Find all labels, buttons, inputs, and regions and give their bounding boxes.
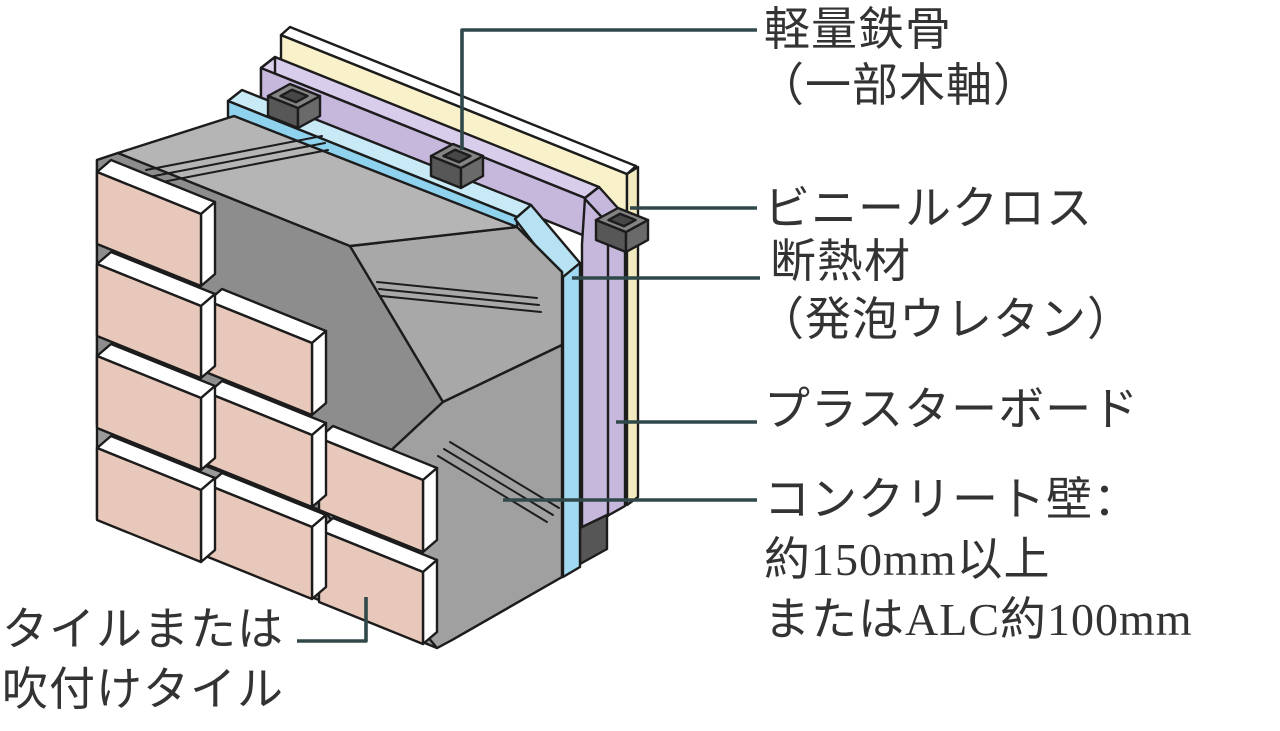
leader-lines	[297, 28, 760, 643]
tile-side-edge	[421, 466, 439, 554]
label-plasterboard: プラスターボード	[764, 384, 1140, 435]
tile-grid	[95, 158, 439, 646]
steel-stud-left-opening	[279, 88, 309, 104]
steel-stud-right-opening	[607, 212, 637, 228]
tile-side-edge	[310, 329, 328, 417]
label-concrete-line2: 約150mm以上	[764, 534, 1051, 585]
label-tile-line2: 吹付けタイル	[2, 664, 284, 715]
label-concrete-line1: コンクリート壁：	[764, 474, 1140, 525]
label-insulation-line1: 断熱材	[770, 236, 911, 287]
label-concrete-line3: またはALC約100mm	[764, 594, 1193, 645]
label-insulation-line2: （発泡ウレタン）	[758, 294, 1134, 345]
label-steel-frame-line2: （一部木軸）	[758, 60, 1040, 111]
steel-studs	[266, 82, 650, 254]
tile-face	[95, 170, 203, 288]
leader-tile	[297, 597, 368, 643]
tile-face	[95, 354, 203, 472]
tile-side-edge	[421, 558, 439, 646]
tile-face	[95, 446, 203, 564]
label-tile-line1: タイルまたは	[2, 604, 284, 655]
tile-side-edge	[199, 292, 217, 380]
leader-steel-frame	[460, 28, 757, 150]
tile-side-edge	[199, 476, 217, 564]
label-steel-frame-line1: 軽量鉄骨	[764, 4, 952, 55]
tile-face	[95, 262, 203, 380]
concrete-break-lines	[145, 135, 560, 523]
tile-side-edge	[310, 421, 328, 509]
tile-side-edge	[199, 384, 217, 472]
steel-stud-center-opening	[442, 148, 472, 164]
label-vinyl-cloth: ビニールクロス	[764, 183, 1093, 234]
tile-side-edge	[199, 200, 217, 288]
tile-side-edge	[310, 513, 328, 601]
